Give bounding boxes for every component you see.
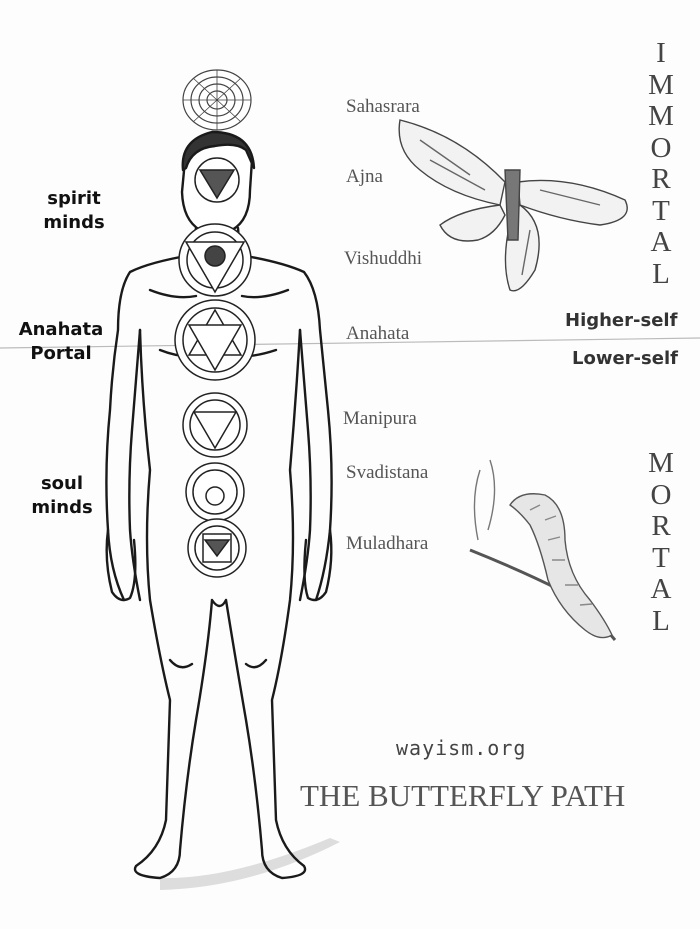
- letter: O: [650, 131, 672, 164]
- muladhara-chakra: [187, 518, 247, 578]
- letter: M: [648, 68, 674, 101]
- hair: [181, 130, 256, 172]
- butterfly-right-forewing: [517, 179, 628, 226]
- label-soul-minds: soul minds: [31, 473, 93, 518]
- body-outline: [105, 253, 333, 880]
- label-lower-self: Lower-self: [572, 348, 678, 369]
- label-vishuddhi: Vishuddhi: [344, 248, 423, 269]
- label-muladhara: Muladhara: [346, 533, 429, 554]
- human-figure: [105, 130, 333, 880]
- left-hand: [105, 528, 137, 602]
- label-manipura: Manipura: [343, 408, 417, 429]
- ground-shadow: [160, 838, 340, 890]
- label-anahata: Anahata: [346, 323, 410, 344]
- letter: L: [652, 604, 670, 637]
- letter: M: [648, 447, 674, 479]
- letter: R: [651, 163, 671, 195]
- label-ajna: Ajna: [346, 166, 383, 187]
- vishuddhi-chakra: [178, 223, 252, 297]
- diagram-title: THE BUTTERFLY PATH: [300, 778, 626, 813]
- anahata-chakra: [174, 299, 256, 381]
- label-higher-self: Higher-self: [565, 310, 678, 331]
- label-spirit-minds: spirit minds: [43, 188, 105, 233]
- letter: R: [651, 510, 671, 542]
- caterpillar-on-branch: [469, 459, 617, 641]
- letter: A: [650, 226, 672, 258]
- butterfly: [398, 119, 628, 292]
- letter: L: [652, 257, 670, 290]
- sahasrara-lotus: [182, 69, 252, 131]
- letter: I: [656, 37, 666, 69]
- ajna-chakra: [194, 157, 240, 203]
- caterpillar-body: [509, 493, 613, 639]
- butterfly-left-hindwing: [439, 204, 506, 242]
- letter: M: [648, 100, 674, 132]
- letter: T: [652, 541, 670, 574]
- letter: T: [652, 194, 670, 227]
- letter: A: [650, 573, 672, 605]
- label-svadistana: Svadistana: [346, 462, 429, 483]
- label-sahasrara: Sahasrara: [346, 96, 420, 117]
- site-url: wayism.org: [396, 736, 527, 760]
- label-anahata-portal: Anahata Portal: [18, 319, 104, 364]
- right-hand: [303, 528, 333, 602]
- manipura-chakra: [182, 392, 248, 458]
- letter: O: [650, 478, 672, 511]
- svadistana-chakra: [185, 462, 245, 522]
- butterfly-body: [504, 169, 521, 241]
